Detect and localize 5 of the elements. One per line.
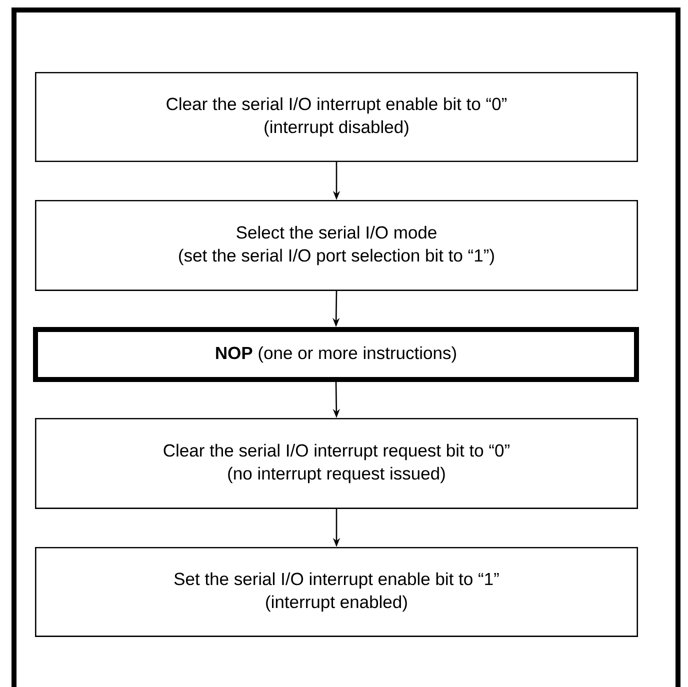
process-box: NOP (one or more instructions) bbox=[33, 326, 639, 382]
process-box: Clear the serial I/O interrupt enable bit to “0” (interrupt disabled) bbox=[35, 72, 638, 162]
process-box: Select the serial I/O mode (set the serial I/O port selection bit to “1”) bbox=[35, 200, 638, 291]
process-box: Set the serial I/O interrupt enable bit to “1” (interrupt enabled) bbox=[35, 546, 638, 637]
process-box: Clear the serial I/O interrupt request bit to “0” (no interrupt request issued) bbox=[35, 418, 638, 509]
